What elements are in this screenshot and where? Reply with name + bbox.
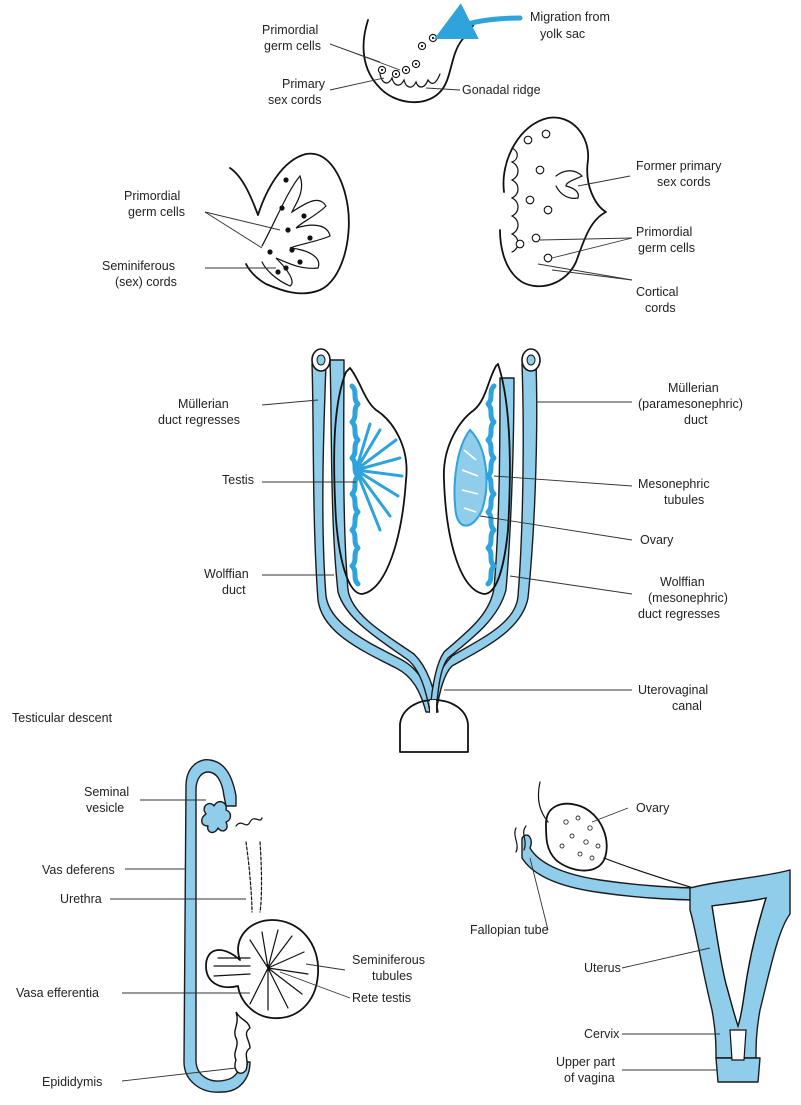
- label-vagina-1: Upper part: [556, 1055, 616, 1069]
- label-wolffian-regress-2: (mesonephric): [648, 591, 728, 605]
- early-testis-outline: [230, 154, 349, 294]
- seminiferous-cords-drawn: [262, 176, 330, 286]
- panel-male-adult: [110, 760, 350, 1092]
- ovary-blue-body: [455, 430, 487, 526]
- fallopian-tube-female: [522, 835, 702, 900]
- label-mesonephric-2: tubules: [664, 493, 704, 507]
- top-germ-cells: [378, 34, 436, 77]
- label-mullerian-para-2: (paramesonephric): [638, 397, 743, 411]
- left-testis-tubules: [352, 386, 358, 584]
- label-seminal-1: Seminal: [84, 785, 129, 799]
- label-primordial-right-2: germ cells: [638, 241, 695, 255]
- label-primordial-right-1: Primordial: [636, 225, 692, 239]
- label-uterus: Uterus: [584, 961, 621, 975]
- label-rete-testis: Rete testis: [352, 991, 411, 1005]
- canal-white: [430, 700, 436, 714]
- label-migration-1: Migration from: [530, 10, 610, 24]
- right-wolffian-duct: [430, 378, 514, 712]
- panel-female-adult: [515, 782, 790, 1082]
- label-testis: Testis: [222, 473, 254, 487]
- fimbriae: [515, 826, 526, 852]
- urethra-lines: [246, 842, 252, 912]
- cortical-cords-drawn: [512, 148, 518, 252]
- label-fallopian-tube: Fallopian tube: [470, 923, 549, 937]
- label-mullerian-para-3: duct: [684, 413, 708, 427]
- label-migration-2: yolk sac: [540, 27, 585, 41]
- seminal-vesicle: [202, 802, 231, 833]
- panel-early-ovary: [500, 118, 632, 287]
- label-wolffian-2: duct: [222, 583, 246, 597]
- label-urethra: Urethra: [60, 892, 102, 906]
- adult-ovary: [546, 804, 607, 871]
- vagina: [716, 1058, 760, 1082]
- migration-arrow: [452, 18, 520, 30]
- label-mullerian-para-1: Müllerian: [668, 381, 719, 395]
- mesonephric-tubules-right: [488, 386, 494, 584]
- right-germ-cells: [516, 130, 552, 262]
- label-ovary-mid: Ovary: [640, 533, 674, 547]
- label-seminiferous-tubules-1: Seminiferous: [352, 953, 425, 967]
- label-uterovaginal-2: canal: [672, 699, 702, 713]
- label-seminiferous-cords-1: Seminiferous: [102, 259, 175, 273]
- seminiferous-tubules-drawn: [250, 930, 308, 1010]
- label-seminal-2: vesicle: [86, 801, 124, 815]
- label-cortical-1: Cortical: [636, 285, 678, 299]
- label-vas-deferens: Vas deferens: [42, 863, 115, 877]
- primary-sex-cords-folds: [380, 74, 440, 87]
- label-vagina-2: of vagina: [564, 1071, 615, 1085]
- label-primordial-top-2: germ cells: [264, 39, 321, 53]
- label-gonadal-ridge: Gonadal ridge: [462, 83, 541, 97]
- diagram-labels: Migration from yolk sac Primordial germ …: [12, 10, 743, 1089]
- label-testicular-descent: Testicular descent: [12, 711, 113, 725]
- label-uterovaginal-1: Uterovaginal: [638, 683, 708, 697]
- vesicle-curl: [236, 818, 262, 826]
- label-former-primary-1: Former primary: [636, 159, 722, 173]
- label-ovary-bottom: Ovary: [636, 801, 670, 815]
- label-mullerian-regress-1: Müllerian: [178, 397, 229, 411]
- former-primary-sex-cords-drawn: [556, 171, 582, 199]
- label-wolffian-regress-3: duct regresses: [638, 607, 720, 621]
- label-seminiferous-tubules-2: tubules: [372, 969, 412, 983]
- follicles: [560, 816, 600, 860]
- vasa-efferentia-drawn: [214, 958, 250, 976]
- label-vasa-efferentia: Vasa efferentia: [16, 986, 99, 1000]
- label-primordial-left-2: germ cells: [128, 205, 185, 219]
- panel-early-testis: [205, 154, 349, 294]
- label-cortical-2: cords: [645, 301, 676, 315]
- cervix-canal: [730, 1030, 746, 1060]
- label-primary-sex-2: sex cords: [268, 93, 322, 107]
- label-wolffian-regress-1: Wolffian: [660, 575, 705, 589]
- testis-rays: [356, 424, 402, 530]
- label-wolffian-1: Wolffian: [204, 567, 249, 581]
- epididymis-coil: [235, 1012, 250, 1073]
- panel-duct-systems: [262, 349, 632, 752]
- label-mullerian-regress-2: duct regresses: [158, 413, 240, 427]
- label-primordial-top-1: Primordial: [262, 23, 318, 37]
- label-former-primary-2: sex cords: [657, 175, 711, 189]
- label-primordial-left-1: Primordial: [124, 189, 180, 203]
- label-mesonephric-1: Mesonephric: [638, 477, 710, 491]
- label-epididymis: Epididymis: [42, 1075, 102, 1089]
- label-cervix: Cervix: [584, 1027, 620, 1041]
- label-primary-sex-1: Primary: [282, 77, 326, 91]
- label-seminiferous-cords-2: (sex) cords: [115, 275, 177, 289]
